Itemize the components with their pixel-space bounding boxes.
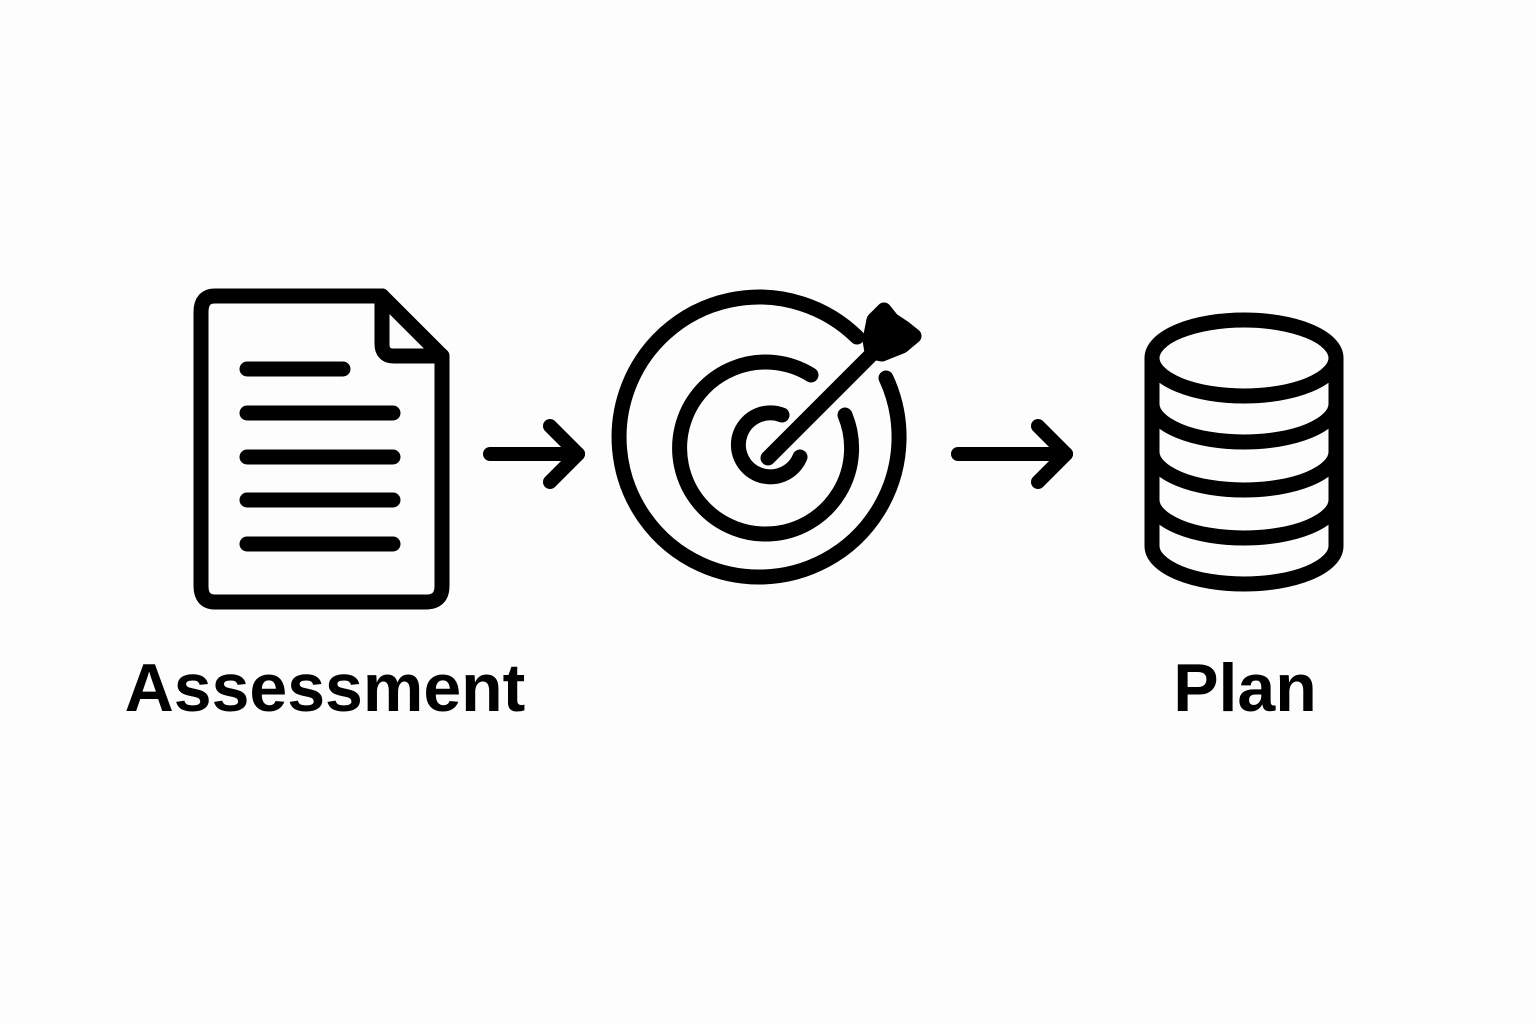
target-icon (611, 289, 930, 610)
document-icon (190, 284, 454, 614)
node-label-plan: Plan (1173, 650, 1317, 726)
database-icon (1138, 306, 1350, 598)
node-label-assessment: Assessment (124, 650, 526, 726)
right-arrow-icon (482, 418, 592, 490)
right-arrow-icon (950, 418, 1080, 490)
